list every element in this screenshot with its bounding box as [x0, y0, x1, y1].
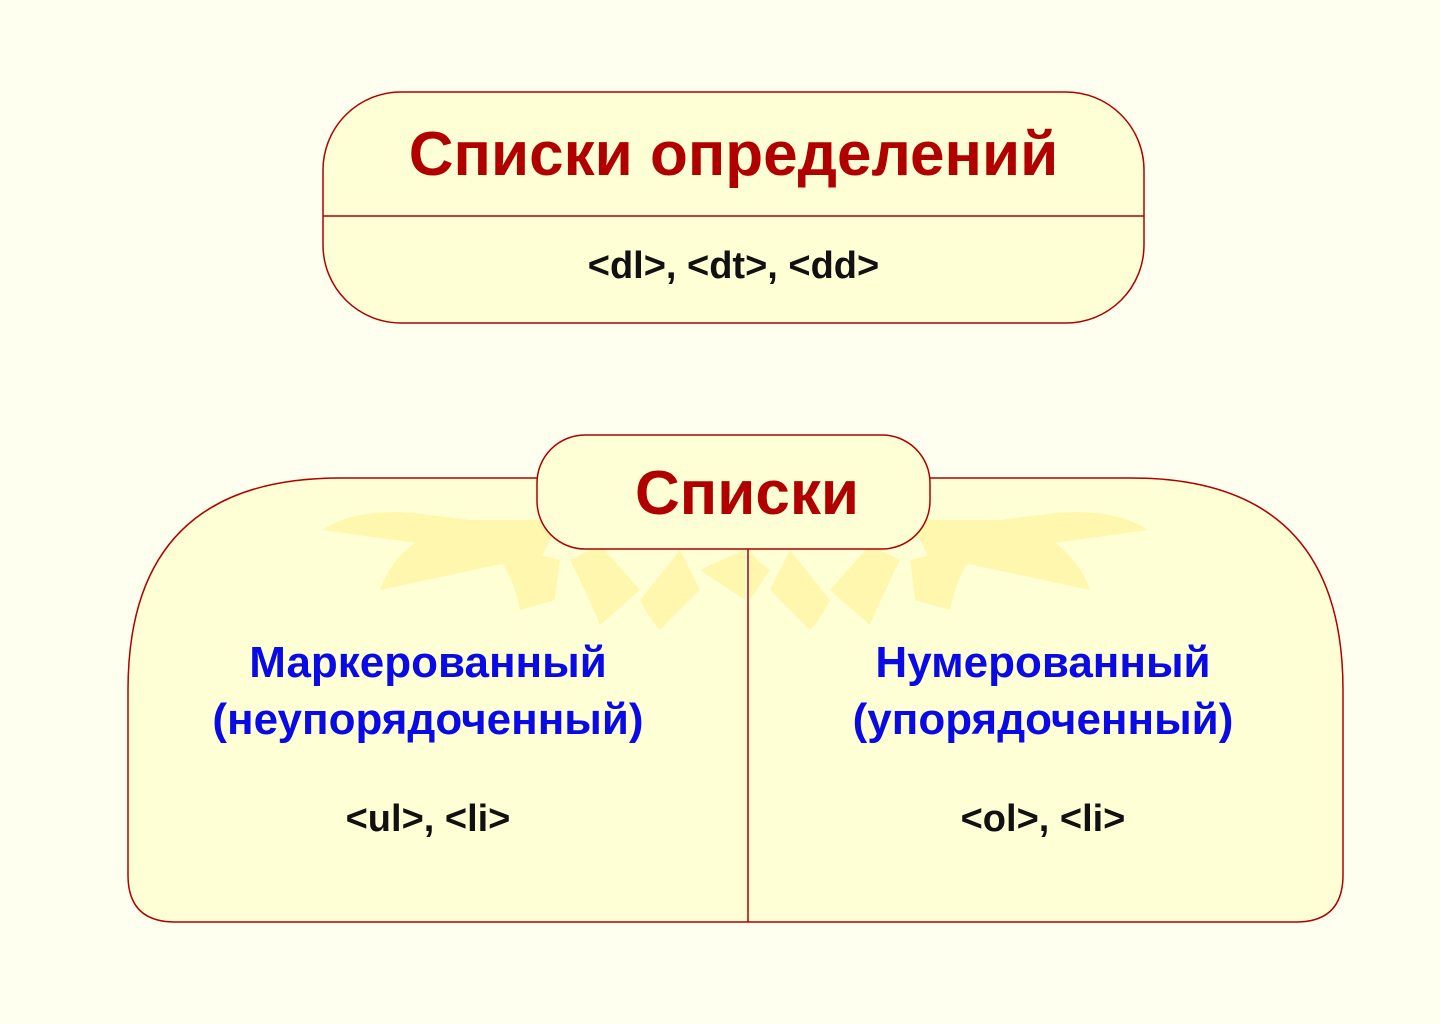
lists-box-frame [127, 477, 1344, 923]
definition-box [322, 91, 1145, 324]
numbered-list-title-line1: Нумерованный [875, 638, 1211, 687]
bulleted-list-title-line1: Маркерованный [249, 638, 607, 687]
definition-lists-title: Списки определений [408, 120, 1059, 189]
lists-title: Списки [635, 459, 859, 528]
definition-box-frame [322, 91, 1145, 324]
numbered-list-title-line2: (упорядоченный) [852, 695, 1234, 744]
definition-lists-tags: <dl>, <dt>, <dd> [587, 245, 880, 287]
lists-box [127, 434, 1344, 923]
lists-title-tab [536, 434, 931, 550]
glow-decoration [322, 512, 1148, 630]
bulleted-list-tags: <ul>, <li> [345, 798, 511, 840]
numbered-list-tags: <ol>, <li> [960, 798, 1126, 840]
bulleted-list-title-line2: (неупорядоченный) [212, 695, 644, 744]
